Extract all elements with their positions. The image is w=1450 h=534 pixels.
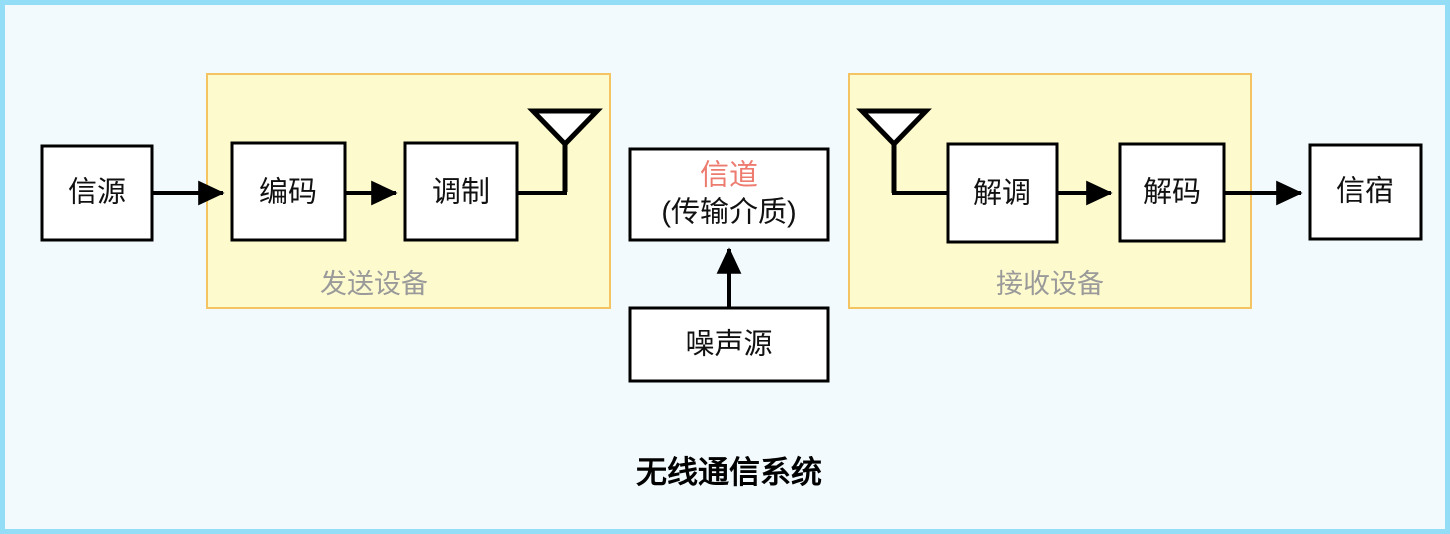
node-encode-label: 编码 <box>259 176 317 209</box>
connector-rx-antenna-to-demodulate <box>892 143 948 195</box>
node-decode-label: 解码 <box>1143 176 1201 209</box>
node-sink-label: 信宿 <box>1336 175 1394 208</box>
node-decode-box[interactable] <box>1118 142 1226 243</box>
node-source[interactable]: 信源 <box>40 144 154 242</box>
node-encode[interactable]: 编码 <box>230 141 347 242</box>
node-demodulate-label: 解调 <box>973 177 1031 210</box>
node-channel[interactable]: 信道 (传输介质) <box>628 147 830 242</box>
node-source-label: 信源 <box>68 176 126 209</box>
group-transmitter-label: 发送设备 <box>320 269 428 299</box>
node-channel-sublabel: (传输介质) <box>661 196 796 229</box>
node-encode-box[interactable] <box>230 141 347 242</box>
node-sink[interactable]: 信宿 <box>1308 143 1423 241</box>
node-demodulate[interactable]: 解调 <box>946 142 1059 244</box>
connector-modulate-to-tx-antenna <box>517 143 567 195</box>
node-sink-box[interactable] <box>1308 143 1423 241</box>
node-source-box[interactable] <box>40 144 154 242</box>
node-channel-box[interactable] <box>628 147 830 242</box>
group-receiver-label: 接收设备 <box>996 269 1104 299</box>
node-channel-label: 信道 <box>700 159 758 192</box>
wireless-communication-system-diagram: 发送设备 接收设备 <box>40 73 1423 490</box>
node-noise-source[interactable]: 噪声源 <box>628 306 830 383</box>
node-modulate[interactable]: 调制 <box>403 141 519 242</box>
node-demodulate-box[interactable] <box>946 142 1059 244</box>
node-decode[interactable]: 解码 <box>1118 142 1226 243</box>
node-noise-source-label: 噪声源 <box>685 328 772 361</box>
node-noise-source-box[interactable] <box>628 306 830 383</box>
diagram-caption: 无线通信系统 <box>636 455 822 490</box>
node-modulate-box[interactable] <box>403 141 519 242</box>
node-modulate-label: 调制 <box>432 176 490 209</box>
